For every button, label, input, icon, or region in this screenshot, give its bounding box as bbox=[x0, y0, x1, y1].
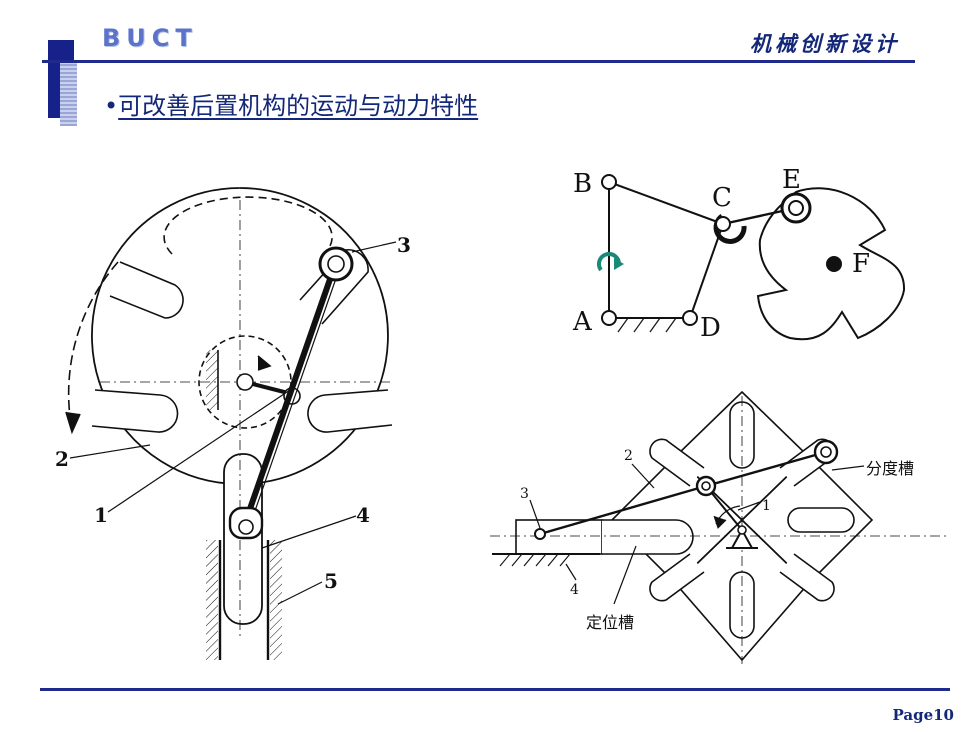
label-index-slot: 分度槽 bbox=[866, 459, 914, 478]
label-F: F bbox=[852, 249, 870, 279]
crank-pivot bbox=[236, 373, 254, 391]
label-br-2: 2 bbox=[624, 448, 633, 464]
label-3: 3 bbox=[397, 233, 411, 257]
label-2: 2 bbox=[55, 447, 69, 471]
slide-bullet: •可改善后置机构的运动与动力特性 bbox=[104, 86, 478, 121]
label-5: 5 bbox=[324, 569, 338, 593]
label-br-1: 1 bbox=[762, 498, 771, 514]
label-4: 4 bbox=[356, 503, 370, 527]
slot-left bbox=[91, 389, 179, 433]
label-br-3: 3 bbox=[520, 486, 529, 502]
slot-top-left bbox=[109, 261, 184, 319]
top-right-geneva-wheel bbox=[756, 187, 906, 341]
label-1: 1 bbox=[94, 503, 108, 527]
header-rule bbox=[42, 60, 915, 63]
course-title: 机械创新设计 bbox=[750, 31, 900, 56]
arrow-head-left bbox=[65, 411, 81, 435]
rotation-path-top bbox=[163, 196, 333, 255]
label-C: C bbox=[712, 183, 732, 213]
crank-path bbox=[198, 335, 292, 429]
slot-right bbox=[307, 389, 393, 433]
label-D: D bbox=[700, 313, 721, 343]
slide-title: 可改善后置机构的运动与动力特性 bbox=[118, 92, 479, 120]
label-B: B bbox=[573, 169, 592, 199]
label-A: A bbox=[572, 307, 593, 337]
logo-text: BUCT bbox=[102, 24, 198, 52]
label-locating-slot: 定位槽 bbox=[586, 613, 634, 632]
rotation-arrow-icon bbox=[597, 252, 621, 272]
label-br-4: 4 bbox=[570, 582, 579, 598]
bullet-mark: • bbox=[104, 92, 119, 120]
footer-rule bbox=[40, 688, 950, 691]
rotation-path-left bbox=[67, 261, 119, 431]
wheel-center-F bbox=[826, 256, 842, 272]
page-number: Page10 bbox=[892, 706, 954, 724]
header-decoration-stripes bbox=[60, 62, 77, 126]
label-E: E bbox=[782, 165, 801, 195]
